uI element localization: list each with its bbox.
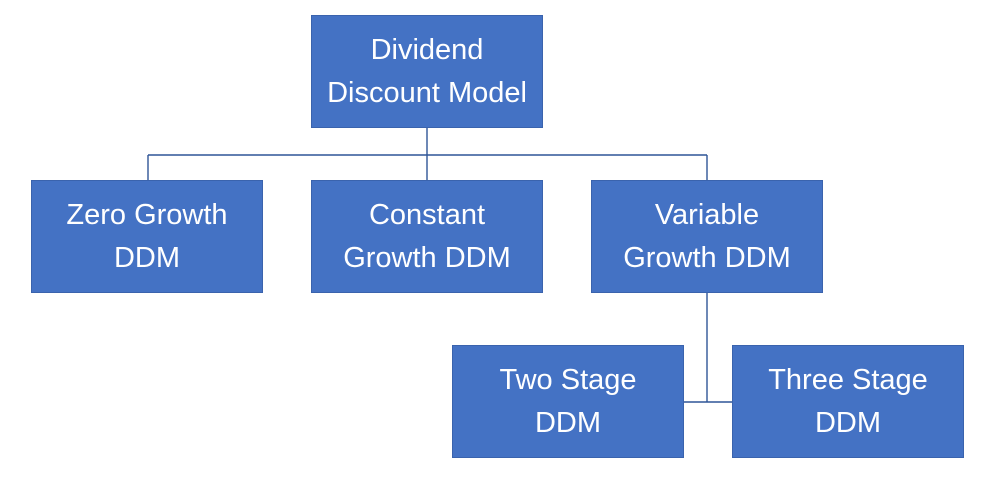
node-zero-growth-ddm: Zero Growth DDM	[31, 180, 263, 293]
node-label-line: Two Stage	[499, 364, 637, 397]
node-label-line: Zero Growth	[66, 199, 228, 232]
node-three-stage-ddm: Three Stage DDM	[732, 345, 964, 458]
node-label-line: Three Stage	[768, 364, 928, 397]
node-label-line: Dividend	[370, 34, 484, 67]
node-label-line: Variable	[654, 199, 760, 232]
node-dividend-discount-model: Dividend Discount Model	[311, 15, 543, 128]
node-label-line: Constant	[368, 199, 486, 232]
node-constant-growth-ddm: Constant Growth DDM	[311, 180, 543, 293]
node-label-line: Growth DDM	[343, 241, 511, 274]
node-label-line: DDM	[534, 406, 602, 439]
node-label-line: Growth DDM	[623, 241, 791, 274]
node-label-line: DDM	[814, 406, 882, 439]
node-label-line: DDM	[113, 241, 181, 274]
node-two-stage-ddm: Two Stage DDM	[452, 345, 684, 458]
node-label-line: Discount Model	[327, 76, 527, 109]
node-variable-growth-ddm: Variable Growth DDM	[591, 180, 823, 293]
